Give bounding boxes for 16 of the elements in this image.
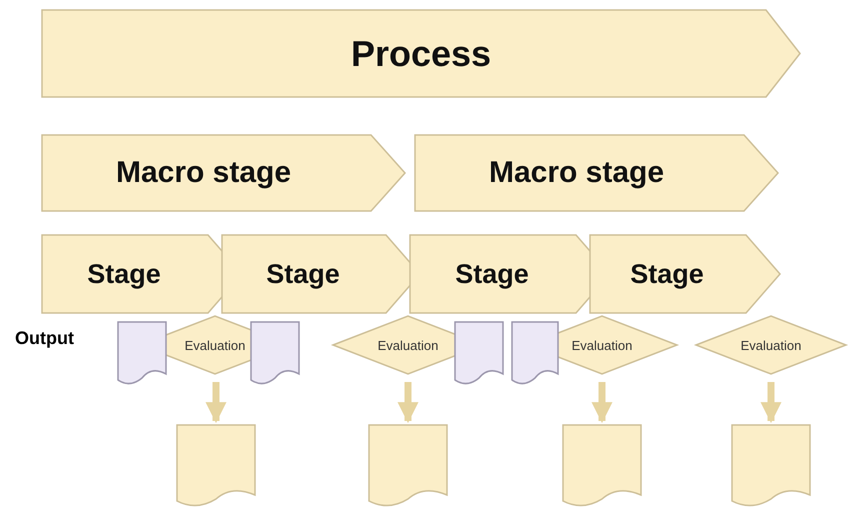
evaluation-text: Evaluation [378, 338, 438, 352]
stage-label: Stage [455, 258, 529, 290]
evaluation-text: Evaluation [740, 338, 802, 352]
stage-label: Stage [630, 258, 704, 290]
down-arrow [760, 382, 782, 424]
down-arrow [206, 382, 226, 424]
stage-label: Macro stage [488, 156, 664, 190]
stage-label: Stage [87, 258, 161, 290]
down-arrow [592, 382, 612, 424]
evaluation-text: Evaluation [572, 338, 632, 352]
stage-label: Macro stage [116, 156, 292, 190]
stage-label: Stage [266, 258, 340, 290]
evaluation-text: Evaluation [184, 338, 246, 352]
down-arrow [398, 382, 418, 424]
output-label: Output [15, 328, 74, 349]
stage-label: Process [350, 32, 492, 74]
